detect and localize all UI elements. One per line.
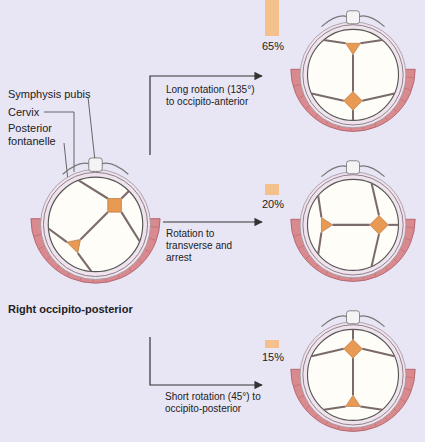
- rotation-label: Long rotation (135°) to occipito-anterio…: [166, 84, 260, 108]
- fetal-head: [308, 29, 399, 120]
- pelvis-illustration: [28, 155, 163, 290]
- symphysis-pubis: [89, 158, 103, 172]
- pelvis-node: 65%: [262, 0, 422, 146]
- posterior-fontanelle: [346, 395, 361, 406]
- pelvis-illustration: [288, 8, 418, 138]
- anterior-fontanelle: [370, 216, 389, 235]
- rotation-arrow: [150, 76, 262, 155]
- pelvis-node: 20%: [262, 150, 422, 296]
- position-title: Right occipito-posterior: [8, 303, 133, 316]
- pelvic-inlet: [41, 169, 151, 279]
- percentage-label: 65%: [262, 40, 290, 53]
- rotation-label: Rotation to transverse and arrest: [166, 228, 260, 264]
- skull-sutures: [318, 183, 398, 266]
- posterior-fontanelle: [346, 43, 361, 54]
- anterior-fontanelle: [344, 92, 363, 111]
- percentage-label: 15%: [262, 351, 290, 364]
- anterior-fontanelle: [344, 340, 363, 359]
- part-label: Symphysis pubis: [8, 88, 98, 101]
- fetal-head: [308, 329, 399, 420]
- symphysis-pubis: [347, 161, 360, 174]
- pelvis-illustration: [288, 158, 418, 288]
- pelvis-illustration: [288, 308, 418, 438]
- symphysis-pubis: [347, 311, 360, 324]
- skull-sutures: [311, 329, 394, 409]
- symphysis-pubis: [347, 11, 360, 24]
- rotation-label: Short rotation (45°) to occipito-posteri…: [165, 391, 261, 415]
- posterior-fontanelle: [321, 217, 332, 232]
- proportion-bar: [265, 184, 279, 195]
- cervix: [43, 172, 147, 276]
- posterior-fontanelle: [67, 234, 86, 253]
- part-label: Posterior fontanelle: [8, 122, 66, 148]
- pelvic-inlet: [300, 322, 406, 428]
- leader-line: [88, 97, 95, 161]
- skull-sutures: [39, 161, 159, 281]
- percentage-label: 20%: [262, 198, 290, 211]
- anterior-fontanelle: [101, 192, 128, 219]
- pelvis-node: 15%: [262, 300, 422, 440]
- proportion-bar: [265, 340, 279, 348]
- rotation-arrow: [163, 221, 262, 222]
- part-label: Cervix: [8, 106, 48, 119]
- cervix: [303, 325, 403, 425]
- cervix: [303, 175, 403, 275]
- pelvic-inlet: [300, 22, 406, 128]
- pelvic-inlet: [300, 172, 406, 278]
- pelvis-node: Right occipito-posterior: [28, 155, 163, 337]
- proportion-bar: [265, 0, 279, 36]
- fetal-head: [308, 179, 399, 270]
- rotation-arrow: [150, 337, 262, 385]
- skull-sutures: [311, 40, 394, 120]
- cervix: [303, 25, 403, 125]
